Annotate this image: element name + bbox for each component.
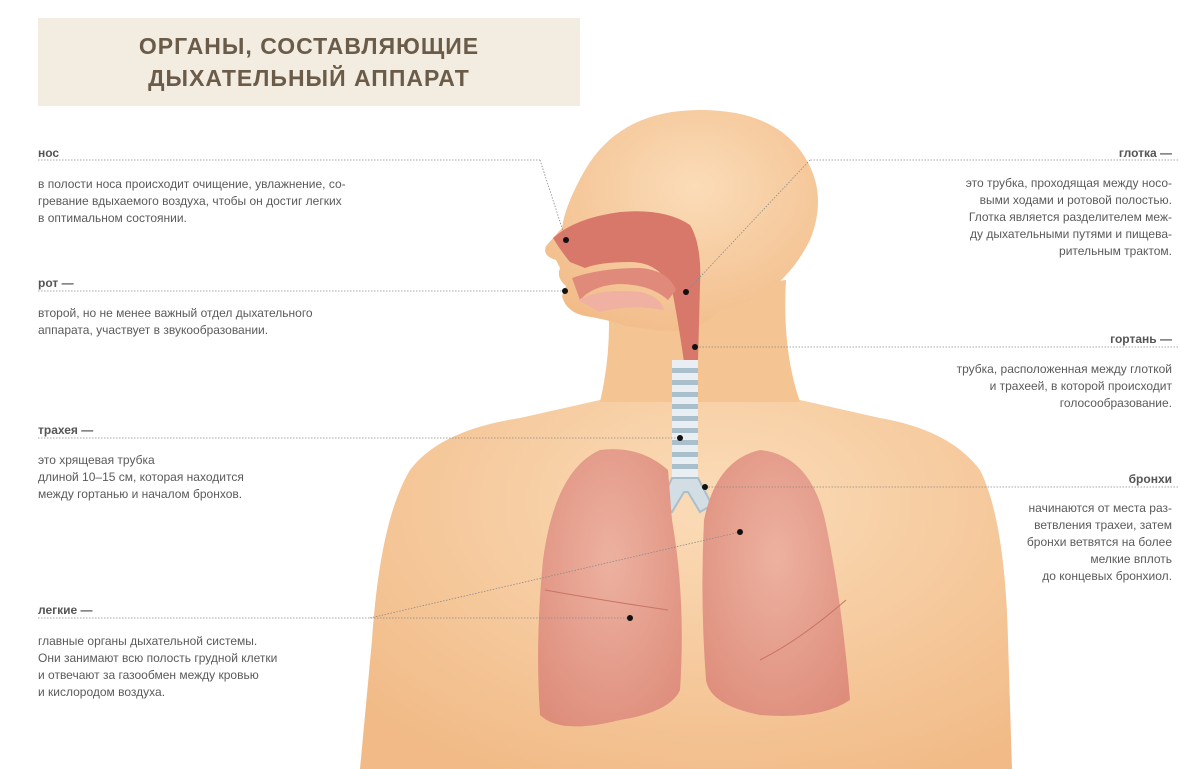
trachea-rings: [672, 368, 698, 469]
lungs-dot-right: [737, 529, 743, 535]
trachea-description: это хрящевая трубка длиной 10–15 см, кот…: [38, 452, 244, 503]
lungs-term: легкие —: [38, 603, 93, 617]
mouth-description: второй, но не менее важный отдел дыхател…: [38, 305, 313, 339]
pharynx-dot: [683, 289, 689, 295]
trachea-term: трахея —: [38, 423, 93, 437]
mouth-term: рот —: [38, 276, 74, 290]
nose-description: в полости носа происходит очищение, увла…: [38, 176, 346, 227]
lungs-description: главные органы дыхательной системы. Они …: [38, 633, 277, 701]
larynx-dot: [692, 344, 698, 350]
trachea-dot: [677, 435, 683, 441]
title-line-1: ОРГАНЫ, СОСТАВЛЯЮЩИЕ: [139, 30, 479, 62]
nose-term: нос: [38, 146, 59, 160]
pharynx-term: глотка —: [1119, 146, 1172, 160]
larynx-term: гортань —: [1110, 332, 1172, 346]
pharynx-description: это трубка, проходящая между носо- выми …: [966, 175, 1172, 260]
bronchi-dot: [702, 484, 708, 490]
nose-dot: [563, 237, 569, 243]
title-box: ОРГАНЫ, СОСТАВЛЯЮЩИЕ ДЫХАТЕЛЬНЫЙ АППАРАТ: [38, 18, 580, 106]
bronchi-term: бронхи: [1129, 472, 1172, 486]
title-line-2: ДЫХАТЕЛЬНЫЙ АППАРАТ: [148, 62, 470, 94]
mouth-dot: [562, 288, 568, 294]
bronchi-description: начинаются от места раз- ветвления трахе…: [1027, 500, 1172, 585]
lungs-dot-left: [627, 615, 633, 621]
larynx-description: трубка, расположенная между глоткой и тр…: [957, 361, 1172, 412]
